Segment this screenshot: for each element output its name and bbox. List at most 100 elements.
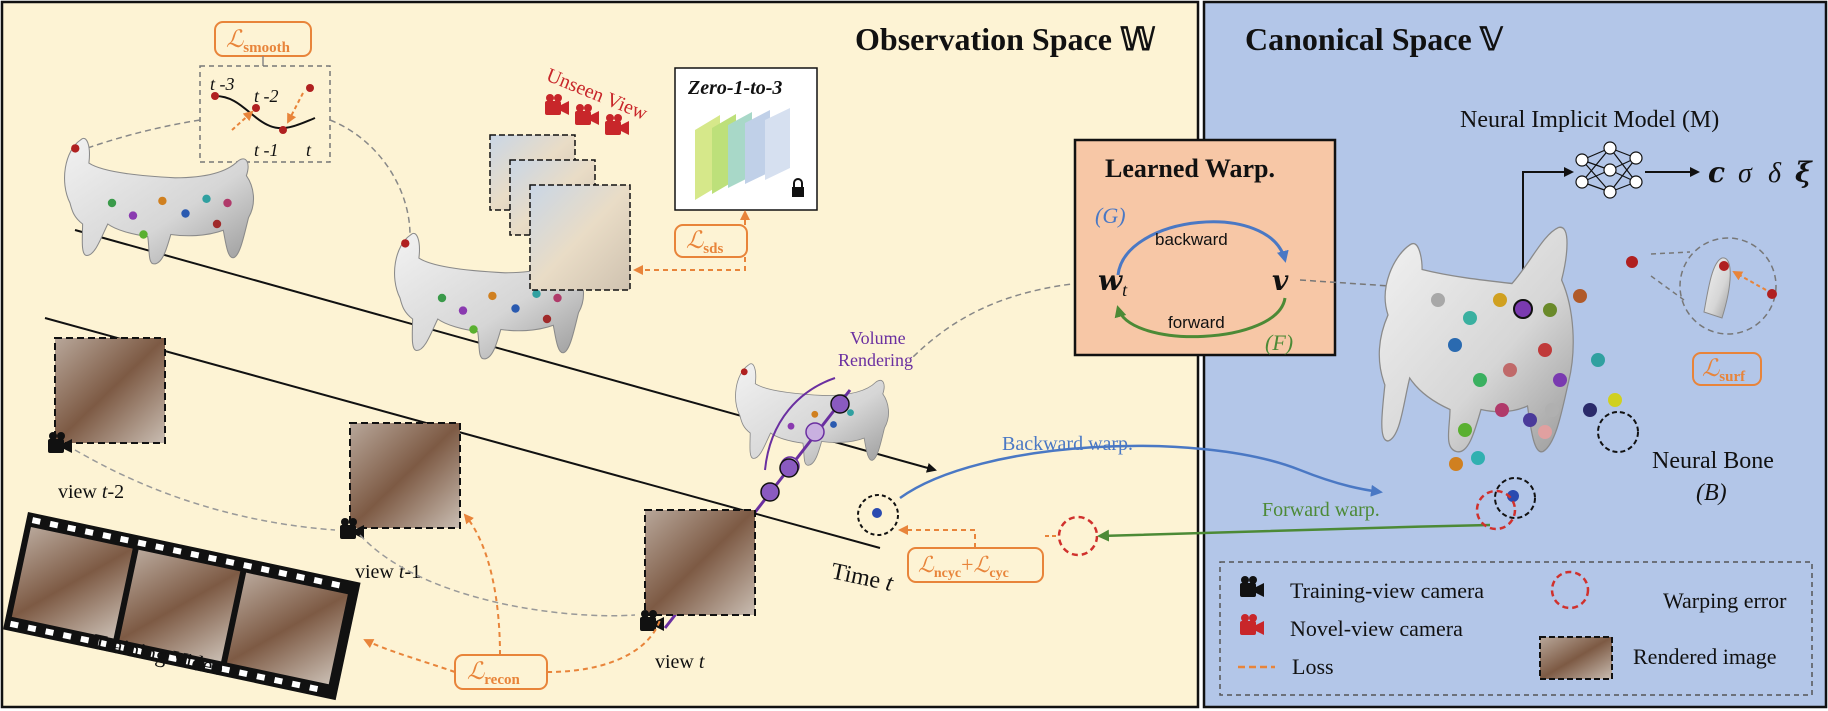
warping-error-marker: [1057, 515, 1099, 557]
wt-to-sample: [909, 281, 1091, 361]
surf-loss-arrow: [1732, 271, 1767, 291]
canonical-bones: [1431, 289, 1622, 471]
canonical-foot-point: [1507, 490, 1519, 502]
training-video-strip: [3, 512, 361, 701]
canonical-tail-bone: [1626, 256, 1638, 268]
recon-arrow-to-video: [363, 639, 456, 673]
implicit-network-icon: [1575, 141, 1643, 199]
legend-rendered-image-icon: [1539, 636, 1613, 680]
cat-frame-t1: [394, 232, 585, 360]
trajectory-point-t2: [252, 104, 260, 112]
frame-label-t2: t -2: [254, 86, 279, 106]
legend-warping-error: Warping error: [1663, 588, 1787, 613]
forward-arc: [1114, 297, 1287, 339]
output-color: 𝒄: [1708, 158, 1725, 189]
forward-label: forward: [1168, 313, 1225, 332]
backward-warp-label: Backward warp.: [1002, 433, 1133, 455]
smooth-arrow-right: [287, 92, 304, 124]
volume-rendering-label-2: Rendering: [838, 350, 913, 370]
trajectory-point-t1: [279, 126, 287, 134]
trajectory-box: [199, 65, 331, 163]
warp-G-label: (G): [1095, 203, 1126, 228]
sample-to-network-arrow: [1522, 167, 1574, 300]
backward-label: backward: [1155, 230, 1228, 249]
canonical-warping-error: [1475, 489, 1517, 531]
loss-sds-box: [674, 224, 748, 258]
output-density: σ: [1738, 158, 1753, 189]
sds-arrow-to-images: [633, 257, 746, 275]
implicit-model-label: Neural Implicit Model (M): [1460, 107, 1719, 133]
loss-surf-label: ℒsurf: [1702, 356, 1746, 385]
smooth-arrow-left: [231, 110, 254, 131]
loss-recon-label: ℒrecon: [467, 659, 520, 688]
backward-warp-arrow: [899, 444, 1383, 500]
cycle-arrow-to-foot: [898, 525, 976, 548]
zoom-link-bottom: [1650, 275, 1685, 301]
lock-icon: [792, 178, 804, 197]
ray-sample-4: [830, 394, 850, 414]
camera-path-1: [74, 449, 336, 531]
trajectory-to-cat1: [81, 119, 201, 151]
surface-zoom-point: [1767, 289, 1777, 299]
loss-surf-box: [1692, 352, 1762, 386]
view-label-t: view t: [655, 651, 705, 673]
view-t2-image: [54, 337, 166, 444]
view-label-t1: view t-1: [355, 561, 421, 583]
volume-rendering-label-1: Volume: [850, 328, 906, 348]
frame-label-t1: t -1: [254, 140, 279, 160]
canonical-cat: [1378, 226, 1574, 453]
loss-cycle-label: ℒncyc+ℒcyc: [918, 552, 1009, 581]
trajectory-point-t: [306, 84, 314, 92]
cat-foot-point: [872, 508, 882, 518]
learned-warp-title: Learned Warp.: [1105, 154, 1275, 183]
forward-warp-label: Forward warp.: [1262, 499, 1380, 521]
cat-foot-marker: [857, 494, 899, 536]
neural-bone-marker: [1597, 411, 1639, 453]
view-t-image: [644, 509, 756, 616]
legend-rendered-image: Rendered image: [1633, 644, 1777, 669]
view-t1-image: [349, 422, 461, 529]
trajectory-point-t3: [211, 92, 219, 100]
recon-arrow-to-view-t1: [463, 513, 501, 656]
zero123-label: Zero-1-to-3: [687, 77, 782, 99]
output-delta: δ: [1768, 158, 1782, 189]
view-label-t2: view t-2: [58, 481, 124, 503]
zoom-link-top: [1650, 251, 1691, 255]
cat-frame-t: [735, 363, 889, 466]
camera-path-2: [359, 534, 636, 617]
surface-zoom-bone: [1719, 261, 1729, 271]
loss-sds-label: ℒsds: [686, 228, 723, 257]
frame-label-t3: t -3: [210, 74, 235, 94]
legend-training-camera: Training-view camera: [1290, 578, 1484, 603]
ray-sample-point-w: [779, 458, 799, 478]
forward-warp-arrow: [1097, 523, 1491, 542]
trajectory-curve: [214, 95, 316, 130]
warp-F-label: (F): [1265, 330, 1293, 355]
recon-arrow-to-view-t: [546, 619, 661, 673]
legend-loss: Loss: [1292, 654, 1334, 679]
neural-bone-label: Neural Bone: [1652, 448, 1774, 474]
learned-warp-box: [1073, 138, 1337, 357]
time-axis-lower: [44, 317, 881, 549]
canonical-sample-point: [1513, 299, 1533, 319]
output-xi: 𝝃: [1795, 158, 1813, 189]
v-symbol: 𝒗: [1272, 266, 1289, 297]
surface-zoom-tail: [1703, 257, 1731, 319]
legend-box: [1219, 561, 1813, 696]
volume-render-curve: [764, 377, 836, 471]
observation-title: Observation Space 𝕎: [855, 21, 1156, 57]
w-t-symbol: 𝒘t: [1098, 266, 1128, 300]
ray-sample-1: [760, 482, 780, 502]
cat-frame-t2: [64, 137, 255, 265]
legend-warping-error-icon: [1550, 570, 1590, 610]
canonical-foot-marker: [1494, 477, 1536, 519]
legend-novel-camera: Novel-view camera: [1290, 616, 1463, 641]
zero123-network-icon: [695, 108, 790, 200]
backward-arc: [1116, 220, 1289, 276]
ray-sample-3: [805, 422, 825, 442]
unseen-view-images: [489, 134, 631, 291]
surface-zoom-circle: [1679, 237, 1777, 335]
canonical-title: Canonical Space 𝕍: [1245, 21, 1504, 57]
loss-smooth-label: ℒsmooth: [226, 27, 291, 56]
